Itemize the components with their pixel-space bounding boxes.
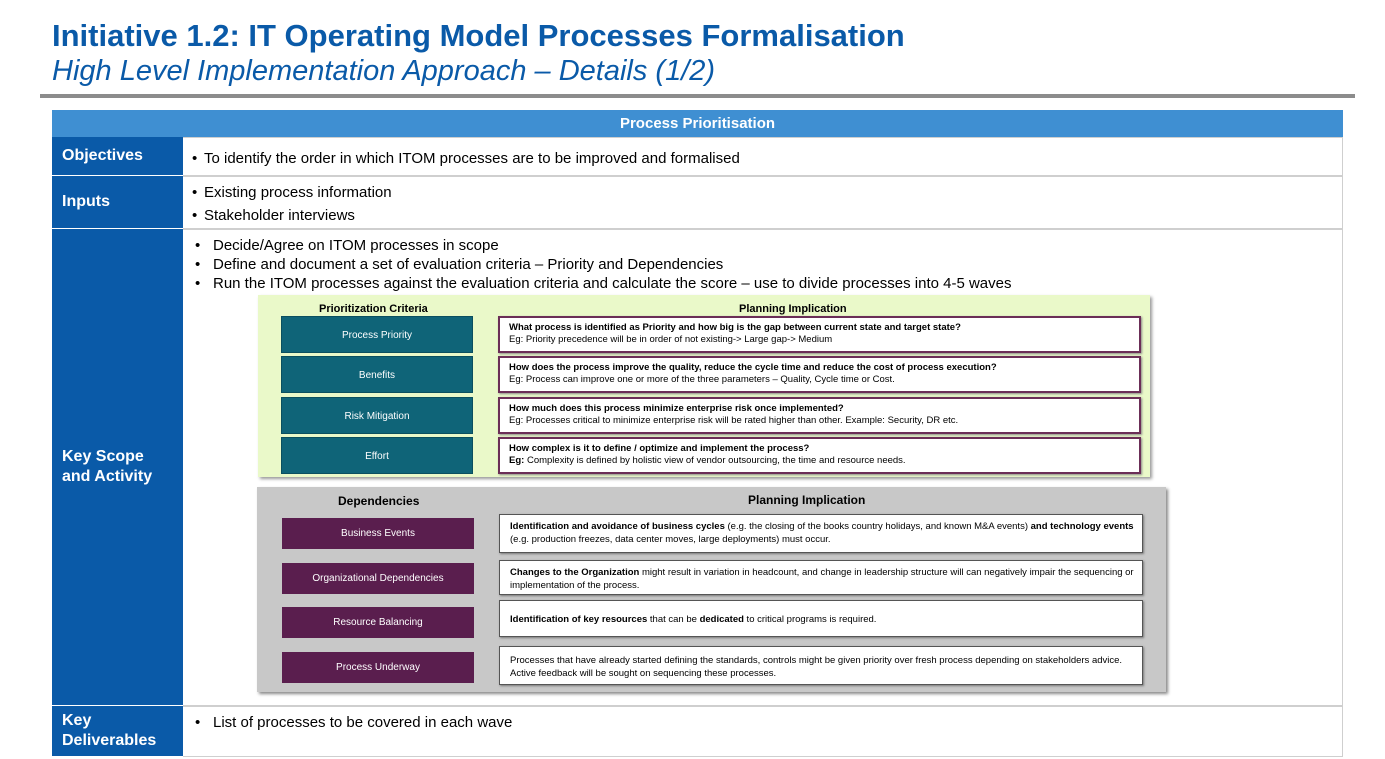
implication-effort: How complex is it to define / optimize a… <box>498 437 1141 474</box>
implication-process-priority: What process is identified as Priority a… <box>498 316 1141 353</box>
row-label-deliverables: Key Deliverables <box>52 706 183 757</box>
row-label-objectives: Objectives <box>52 137 183 176</box>
row-content-inputs <box>183 176 1343 229</box>
criterion-process-priority: Process Priority <box>281 316 473 353</box>
dependency-process-underway: Process Underway <box>282 652 474 683</box>
objective-bullet: •To identify the order in which ITOM pro… <box>192 150 740 167</box>
dependency-implication-process-underway: Processes that have already started defi… <box>499 646 1143 685</box>
scope-bullet: •Decide/Agree on ITOM processes in scope <box>195 237 499 254</box>
row-content-objectives <box>183 137 1343 176</box>
dependency-business-events: Business Events <box>282 518 474 549</box>
dependency-implication-resource-balancing: Identification of key resources that can… <box>499 600 1143 637</box>
dependency-organizational: Organizational Dependencies <box>282 563 474 594</box>
table-header: Process Prioritisation <box>52 110 1343 137</box>
page-title: Initiative 1.2: IT Operating Model Proce… <box>52 18 905 53</box>
input-bullet: •Stakeholder interviews <box>192 207 355 224</box>
scope-bullet: •Define and document a set of evaluation… <box>195 256 724 273</box>
deliverable-bullet: •List of processes to be covered in each… <box>195 714 513 731</box>
scope-bullet: •Run the ITOM processes against the eval… <box>195 275 1012 292</box>
criterion-effort: Effort <box>281 437 473 474</box>
input-bullet: •Existing process information <box>192 184 392 201</box>
dependency-resource-balancing: Resource Balancing <box>282 607 474 638</box>
implication-benefits: How does the process improve the quality… <box>498 356 1141 393</box>
row-content-deliverables <box>183 706 1343 757</box>
dependency-implication-business-events: Identification and avoidance of business… <box>499 514 1143 553</box>
row-label-scope: Key Scope and Activity <box>52 229 183 706</box>
criterion-benefits: Benefits <box>281 356 473 393</box>
page-subtitle: High Level Implementation Approach – Det… <box>52 55 716 87</box>
dependencies-header: Dependencies <box>338 494 420 508</box>
criterion-risk-mitigation: Risk Mitigation <box>281 397 473 434</box>
planning-implication-header: Planning Implication <box>739 303 847 315</box>
title-divider <box>40 94 1355 98</box>
dependency-implication-organizational: Changes to the Organization might result… <box>499 560 1143 595</box>
criteria-header: Prioritization Criteria <box>319 303 428 315</box>
dependencies-planning-header: Planning Implication <box>748 493 866 507</box>
row-label-inputs: Inputs <box>52 176 183 229</box>
implication-risk-mitigation: How much does this process minimize ente… <box>498 397 1141 434</box>
